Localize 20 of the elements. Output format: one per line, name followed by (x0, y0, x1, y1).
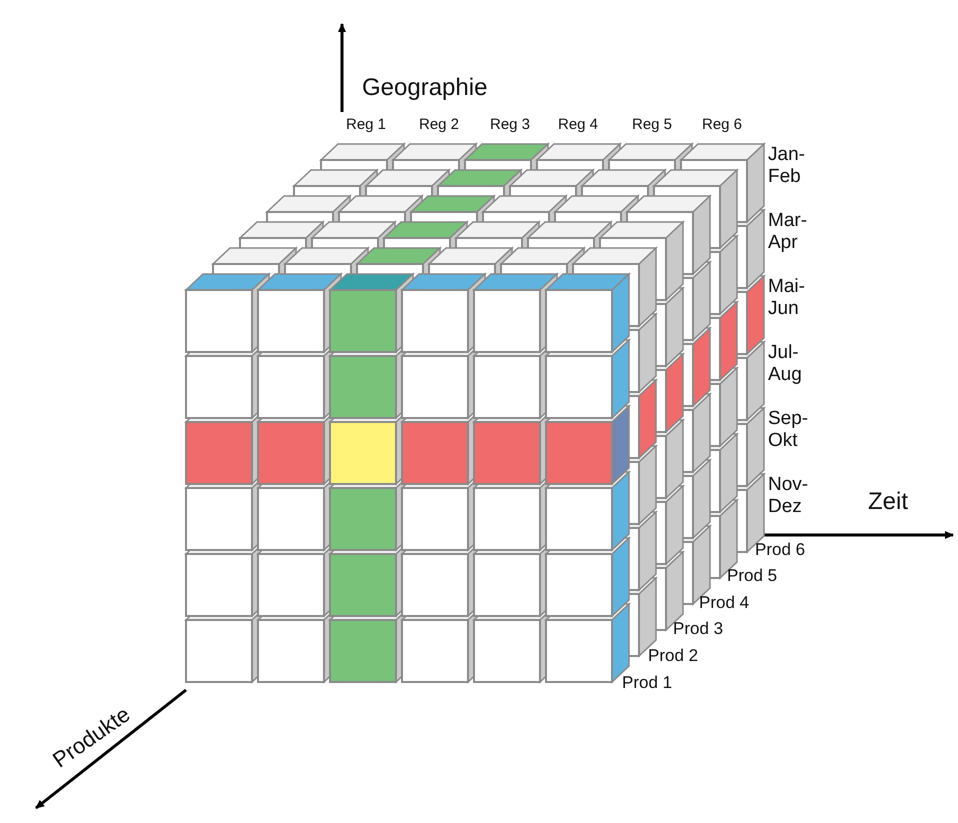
axis-label: Prod 1 (622, 673, 672, 693)
axis-label: Mai- Jun (768, 276, 806, 320)
axis-label: Reg 1 (346, 116, 386, 134)
axis-label: Sep- Okt (768, 408, 810, 452)
axis-label: Mar- Apr (768, 210, 808, 254)
axis-label: Reg 4 (558, 116, 598, 134)
axis-label: Prod 5 (727, 566, 778, 586)
axis-label: Reg 2 (419, 116, 460, 134)
axis-label: Jul- Aug (768, 342, 803, 386)
axis-label: Zeit (868, 488, 908, 516)
axis-label: Reg 6 (702, 116, 742, 134)
axis-label: Prod 3 (673, 619, 724, 639)
axis-label: Geographie (362, 74, 488, 102)
axis-label: Prod 2 (648, 646, 698, 666)
axis-label: Prod 6 (755, 540, 806, 560)
axis-label: Reg 5 (632, 116, 672, 134)
axis-label: Jan- Feb (768, 144, 806, 188)
axis-label: Reg 3 (490, 116, 530, 134)
axis-label: Nov- Dez (768, 474, 810, 518)
axis-label: Prod 4 (699, 593, 750, 613)
